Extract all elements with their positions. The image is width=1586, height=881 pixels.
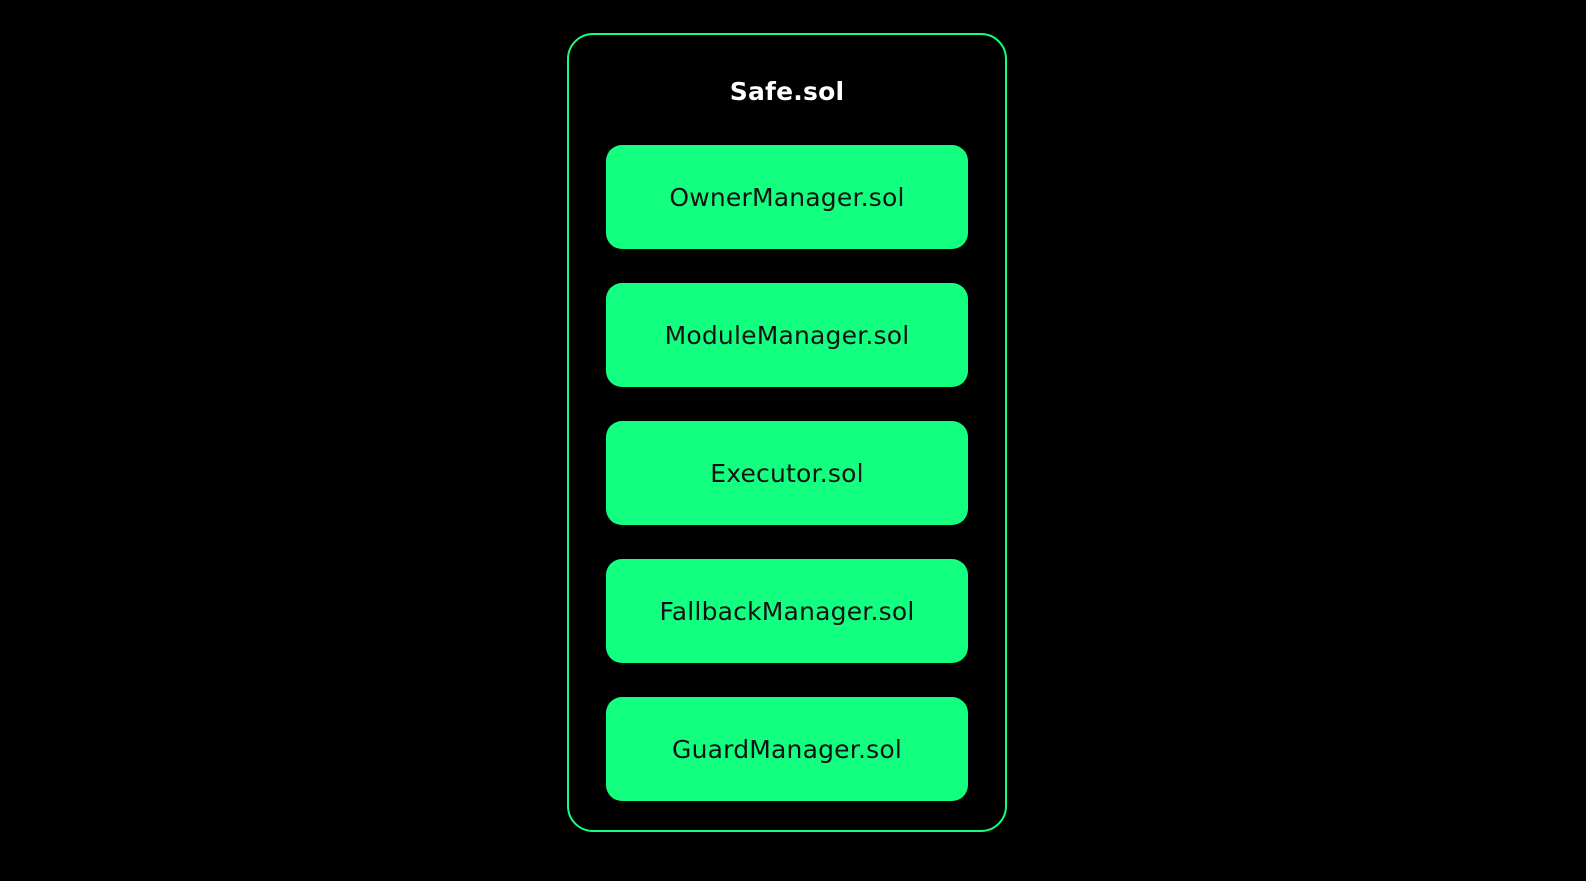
component-box-owner-manager: OwnerManager.sol bbox=[606, 145, 968, 249]
component-box-executor: Executor.sol bbox=[606, 421, 968, 525]
component-box-guard-manager: GuardManager.sol bbox=[606, 697, 968, 801]
component-label: OwnerManager.sol bbox=[669, 182, 905, 212]
component-box-module-manager: ModuleManager.sol bbox=[606, 283, 968, 387]
component-label: ModuleManager.sol bbox=[664, 320, 910, 350]
component-label: FallbackManager.sol bbox=[659, 596, 915, 626]
container-title: Safe.sol bbox=[729, 77, 845, 106]
component-label: GuardManager.sol bbox=[672, 734, 902, 764]
component-box-fallback-manager: FallbackManager.sol bbox=[606, 559, 968, 663]
safe-contract-container: Safe.sol OwnerManager.sol ModuleManager.… bbox=[567, 33, 1007, 832]
component-label: Executor.sol bbox=[710, 458, 864, 488]
